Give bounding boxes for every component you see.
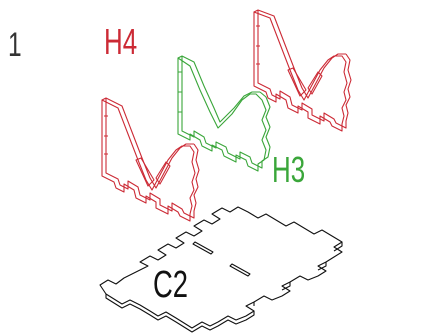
part-h4-back	[253, 9, 352, 132]
part-label-h3: H3	[272, 149, 306, 190]
part-h4-front	[101, 97, 200, 222]
part-label-h4: H4	[104, 21, 138, 62]
step-number: 1	[8, 26, 22, 64]
part-label-c2: C2	[153, 264, 188, 306]
part-h3	[177, 55, 271, 172]
part-c2	[99, 206, 343, 333]
